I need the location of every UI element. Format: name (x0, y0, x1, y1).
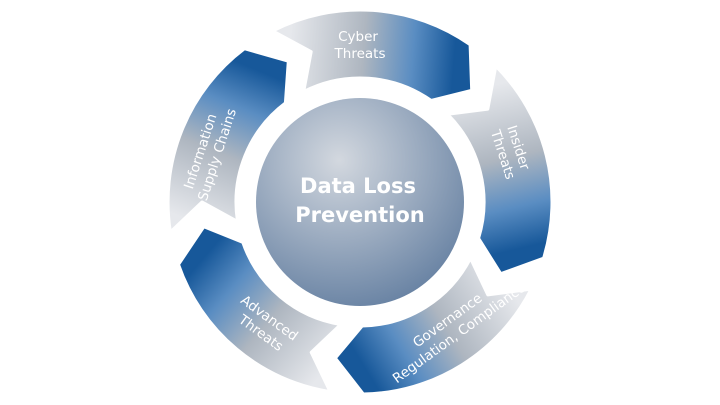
ring-segments (166, 8, 554, 396)
segment-label-cyber-threats: Cyber Threats (334, 28, 386, 62)
center-label: Data Loss Prevention (295, 174, 425, 227)
svg-text:Cyber Threats: Cyber Threats (334, 28, 386, 62)
center-disc (256, 98, 464, 306)
segment-governance (333, 256, 533, 396)
segment-information-supply-chains (166, 47, 290, 234)
segment-advanced-threats (177, 225, 343, 394)
center-label-line1: Data Loss (300, 174, 416, 198)
segment-cyber-threats (271, 8, 474, 102)
center-label-line2: Prevention (295, 203, 425, 227)
segment-insider-threats (446, 64, 554, 276)
